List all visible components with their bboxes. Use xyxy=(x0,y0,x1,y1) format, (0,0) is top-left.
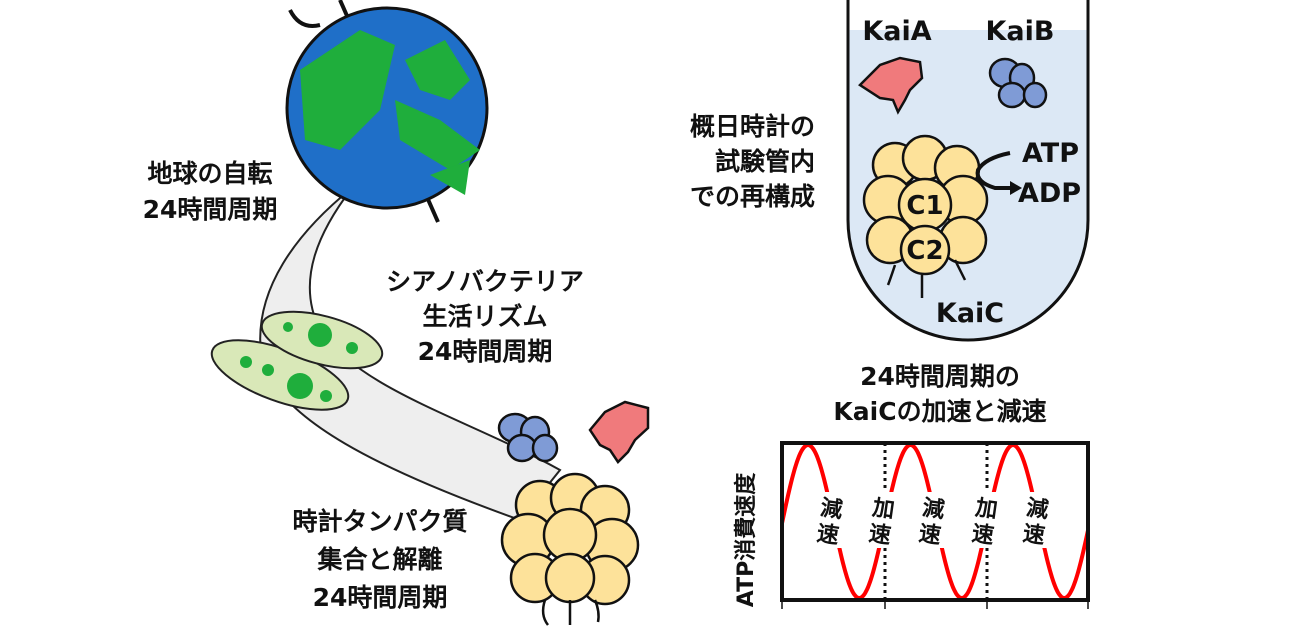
earth-globe xyxy=(285,6,489,210)
adp-label: ADP xyxy=(1018,178,1081,209)
kaia-label: KaiA xyxy=(862,16,931,47)
invitro-label-2: 試験管内 xyxy=(715,147,815,176)
kaia-protein xyxy=(588,400,650,464)
clock-label-1: 時計タンパク質 xyxy=(292,507,467,536)
graph-frame xyxy=(780,441,1090,602)
atp-label: ATP xyxy=(1022,138,1079,169)
graph-title-2: KaiCの加速と減速 xyxy=(833,397,1046,426)
phase-label-bg xyxy=(817,492,843,548)
phase-label-2: 減速 xyxy=(917,496,946,550)
earth-axis-arc xyxy=(288,9,321,28)
kaia-protein-tube xyxy=(858,56,924,115)
earth-label-1: 地球の自転 xyxy=(147,159,272,188)
invitro-label-3: での再構成 xyxy=(690,182,815,211)
phase-label-1: 加速 xyxy=(866,496,896,550)
atp-adp-arrow xyxy=(975,151,1012,190)
earth-label-2: 24時間周期 xyxy=(143,195,278,224)
kaib-protein xyxy=(497,412,559,463)
cyano-label-1: シアノバクテリア xyxy=(386,267,584,296)
cyano-label-2: 生活リズム xyxy=(422,302,547,331)
arrow-head xyxy=(1010,181,1022,195)
graph-ylabel: ATP消費速度 xyxy=(733,472,759,607)
clock-label-3: 24時間周期 xyxy=(313,583,448,612)
phase-label-bg xyxy=(1023,492,1049,548)
kaib-label: KaiB xyxy=(986,16,1055,47)
cyano-label-3: 24時間周期 xyxy=(418,337,553,366)
phase-label-0: 減速 xyxy=(815,496,844,550)
kaib-protein-tube xyxy=(988,57,1048,109)
kaic-label: KaiC xyxy=(936,298,1004,329)
phase-label-bg xyxy=(869,492,895,548)
phase-label-bg xyxy=(919,492,945,548)
c1-label: C1 xyxy=(906,191,943,221)
invitro-label-1: 概日時計の xyxy=(690,112,815,141)
phase-label-3: 加速 xyxy=(969,496,999,550)
phase-label-4: 減速 xyxy=(1021,496,1050,550)
phase-label-bg xyxy=(972,492,998,548)
clock-label-2: 集合と解離 xyxy=(316,545,442,574)
c2-label: C2 xyxy=(906,236,943,266)
cyanobacteria-cells xyxy=(210,310,384,411)
kaic-hexamer xyxy=(500,472,640,626)
graph-title-1: 24時間周期の xyxy=(860,362,1020,391)
